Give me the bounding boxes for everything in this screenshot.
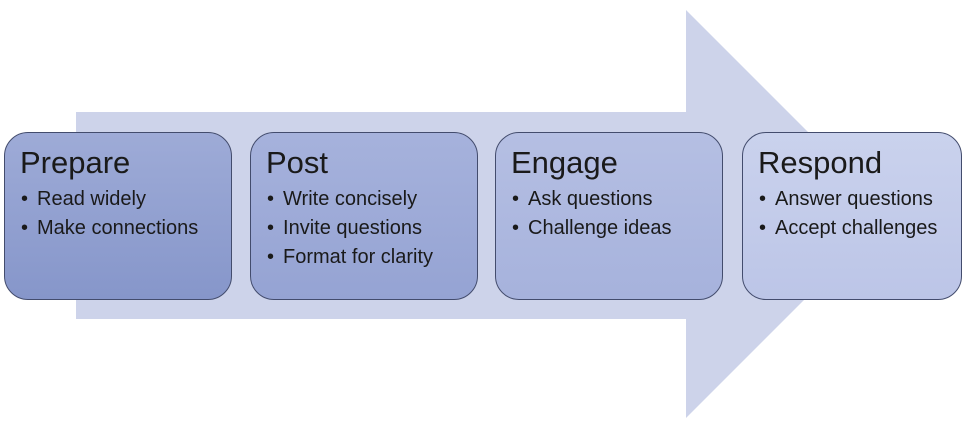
- step-card-post: Post Write concisely Invite questions Fo…: [250, 132, 478, 300]
- bullet-list: Read widely Make connections: [5, 185, 231, 243]
- bullet-item: Accept challenges: [759, 214, 953, 243]
- right-arrow-polygon: [76, 10, 890, 418]
- bullet-item: Ask questions: [512, 185, 714, 214]
- bullet-list: Write concisely Invite questions Format …: [251, 185, 477, 272]
- step-card-engage: Engage Ask questions Challenge ideas: [495, 132, 723, 300]
- bullet-item: Invite questions: [267, 214, 469, 243]
- bullet-item: Challenge ideas: [512, 214, 714, 243]
- step-title: Prepare: [20, 145, 131, 180]
- step-card-respond: Respond Answer questions Accept challeng…: [742, 132, 962, 300]
- step-card-prepare: Prepare Read widely Make connections: [4, 132, 232, 300]
- bullet-list: Answer questions Accept challenges: [743, 185, 961, 243]
- step-title: Engage: [511, 145, 618, 180]
- bullet-item: Format for clarity: [267, 243, 469, 272]
- bullet-item: Read widely: [21, 185, 223, 214]
- bullet-item: Make connections: [21, 214, 223, 243]
- step-title: Respond: [758, 145, 883, 180]
- step-title: Post: [266, 145, 329, 180]
- bullet-list: Ask questions Challenge ideas: [496, 185, 722, 243]
- bullet-item: Write concisely: [267, 185, 469, 214]
- bullet-item: Answer questions: [759, 185, 953, 214]
